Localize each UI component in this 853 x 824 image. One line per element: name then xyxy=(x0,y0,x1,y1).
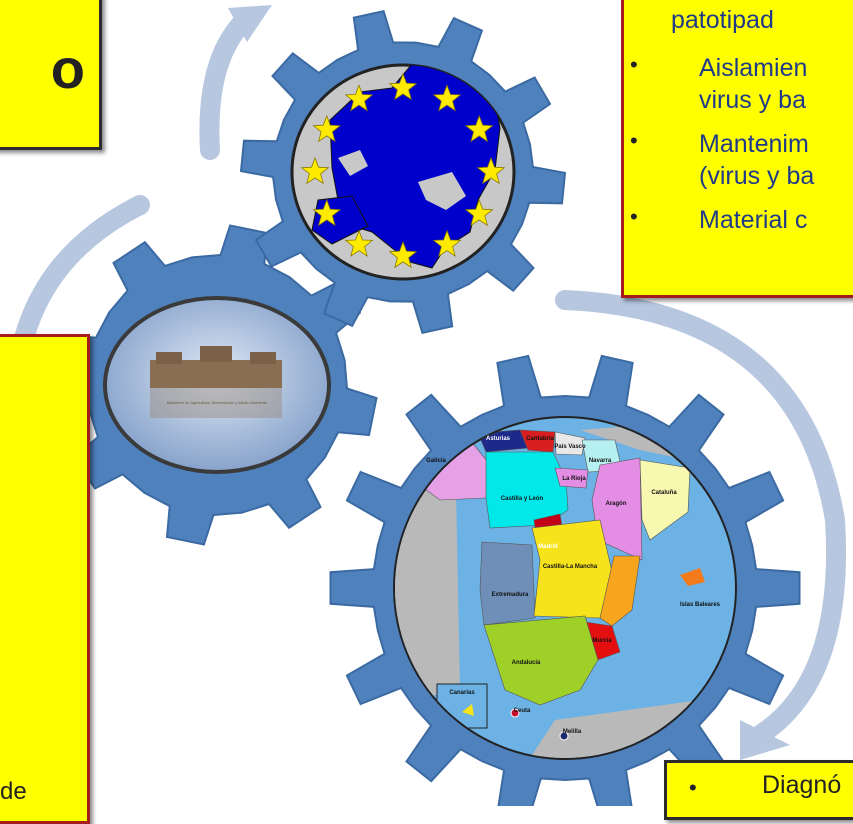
cycle-arrow-top xyxy=(199,10,255,160)
eu-star-icon xyxy=(464,114,494,143)
eu-stars xyxy=(300,72,506,269)
gear-diagram: Ministerio de Agricultura, Alimentación … xyxy=(10,5,847,806)
eu-star-icon xyxy=(432,229,462,258)
region-label: Aragón xyxy=(606,501,627,507)
right-info-box: patotipad • Aislamien virus y ba • Mante… xyxy=(621,0,853,298)
ministry-building-icon: Ministerio de Agricultura, Alimentación … xyxy=(150,346,282,418)
right-bullet-2-text: Aislamien xyxy=(699,54,808,82)
right-bullet-2-cont: virus y ba xyxy=(699,86,806,114)
region-label: Castilla y León xyxy=(501,496,544,502)
cycle-arrowhead-right xyxy=(740,720,790,760)
region-valencia xyxy=(599,555,641,627)
region-label: Ceuta xyxy=(514,708,531,714)
eu-star-icon xyxy=(312,114,342,143)
bullet-dot: • xyxy=(689,775,697,800)
left-fragment-text: de xyxy=(0,778,27,805)
region-label: Asturias xyxy=(486,436,511,442)
region-islas-baleares xyxy=(680,568,705,586)
eu-star-icon xyxy=(344,229,374,258)
region-la-rioja xyxy=(554,467,589,489)
melilla-marker xyxy=(559,731,569,741)
left-info-box xyxy=(0,334,90,824)
cycle-arrow-right xyxy=(555,290,847,745)
right-bullet-4-text: Material c xyxy=(699,206,808,234)
eu-star-icon xyxy=(476,156,506,185)
region-label: Madrid xyxy=(538,544,558,550)
region-label: Andalucía xyxy=(512,660,541,666)
cycle-arrowhead-top xyxy=(228,5,272,42)
region-label: Galicia xyxy=(426,458,446,464)
region-label: Islas Baleares xyxy=(680,602,721,608)
europe-map xyxy=(311,65,501,269)
region-label: País Vasco xyxy=(554,444,586,450)
right-bullet-3-text: Mantenim xyxy=(699,130,809,158)
ministry-caption: Ministerio de Agricultura, Alimentación … xyxy=(167,400,268,405)
spain-map xyxy=(395,418,735,758)
title-box-text: o xyxy=(50,37,85,100)
ceuta-marker xyxy=(510,708,520,718)
region-label: Canarias xyxy=(449,690,475,696)
eu-star-icon xyxy=(344,84,374,112)
bottom-bullet-text: Diagnó xyxy=(762,771,842,799)
region-extremadura xyxy=(479,541,536,626)
right-line1-text: patotipad xyxy=(671,6,774,34)
region-label: Castilla-La Mancha xyxy=(543,564,598,570)
bullet-dot: • xyxy=(630,204,638,229)
right-bullet-3-cont: (virus y ba xyxy=(699,162,815,190)
title-box: o xyxy=(0,0,102,150)
bullet-dot: • xyxy=(630,52,638,77)
region-label: Cataluña xyxy=(651,490,677,496)
eu-star-icon xyxy=(388,72,418,101)
eu-star-icon xyxy=(312,198,342,227)
region-label: Extremadura xyxy=(492,592,529,598)
region-andalucia xyxy=(483,615,599,706)
eu-star-icon xyxy=(300,156,330,185)
region-label: La Rioja xyxy=(562,476,586,482)
region-label: Navarra xyxy=(589,458,612,464)
region-aragon xyxy=(591,457,643,561)
region-label: Melilla xyxy=(563,729,582,735)
region-cataluna xyxy=(639,459,691,541)
region-pais-vasco xyxy=(554,431,586,456)
cycle-arrow-left xyxy=(10,195,150,365)
bullet-dot: • xyxy=(630,128,638,153)
region-label: Cantabria xyxy=(526,436,554,442)
region-label: Murcia xyxy=(592,638,612,644)
bottom-info-box: • Diagnó xyxy=(664,760,853,820)
eu-star-icon xyxy=(464,198,494,227)
eu-star-icon xyxy=(432,84,462,112)
eu-star-icon xyxy=(388,240,418,269)
